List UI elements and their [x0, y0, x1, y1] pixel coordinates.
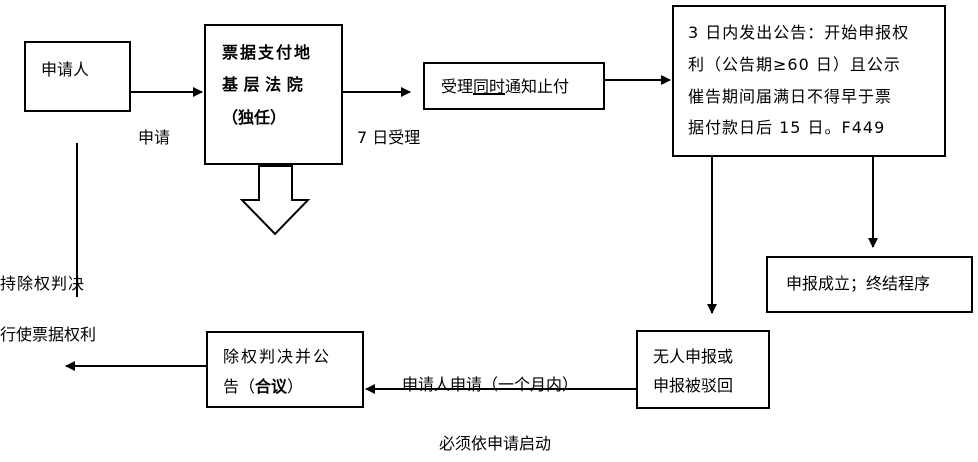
applicant-apply-label: 申请人申请（一个月内） — [402, 375, 579, 394]
no-declaration-line-1: 无人申报或 — [653, 347, 734, 366]
announcement-line-3: 催告期间届满日不得早于票 — [688, 87, 893, 106]
apply-label: 申请 — [138, 128, 171, 147]
court-line-1: 票据支付地 — [222, 43, 313, 62]
accept-underlined: 同时 — [473, 77, 506, 96]
accept-pre: 受理 — [441, 77, 474, 96]
no-declaration-box: 无人申报或 申报被驳回 — [636, 330, 770, 409]
judgment-bold: 合议 — [255, 377, 288, 396]
declared-label: 申报成立；终结程序 — [786, 274, 931, 293]
declared-box: 申报成立；终结程序 — [766, 256, 973, 313]
judgment-line-2: 告（合议） — [223, 377, 303, 397]
judgment-box: 除权判决并公 告（合议） — [206, 331, 364, 408]
accept-7days-label: 7 日受理 — [357, 128, 421, 147]
announcement-line-1: 3 日内发出公告：开始申报权 — [688, 23, 910, 42]
court-line-2: 基 层 法 院 — [222, 75, 303, 94]
announcement-box: 3 日内发出公告：开始申报权 利（公告期≥60 日）且公示 催告期间届满日不得早… — [672, 5, 946, 157]
accept-label: 受理同时通知止付 — [441, 77, 569, 97]
court-box: 票据支付地 基 层 法 院 （独任） — [204, 24, 343, 165]
accept-box: 受理同时通知止付 — [423, 62, 605, 110]
applicant-box: 申请人 — [24, 41, 131, 112]
announcement-line-2: 利（公告期≥60 日）且公示 — [688, 55, 901, 74]
hollow-down-arrow — [239, 165, 311, 236]
accept-post: 通知止付 — [505, 77, 570, 96]
no-declaration-line-2: 申报被驳回 — [653, 376, 734, 395]
hold-rights-line-1: 持除权判决 — [0, 274, 86, 293]
court-line-3: （独任） — [222, 108, 287, 127]
announcement-line-4: 据付款日后 15 日。F449 — [688, 118, 886, 137]
footer-note: 必须依申请启动 — [439, 434, 552, 453]
judgment-line-1: 除权判决并公 — [223, 347, 332, 366]
hold-rights-line-2: 行使票据权利 — [0, 325, 97, 344]
judgment-pre: 告（ — [223, 377, 256, 396]
judgment-post: ） — [287, 377, 304, 396]
applicant-label: 申请人 — [41, 60, 90, 79]
